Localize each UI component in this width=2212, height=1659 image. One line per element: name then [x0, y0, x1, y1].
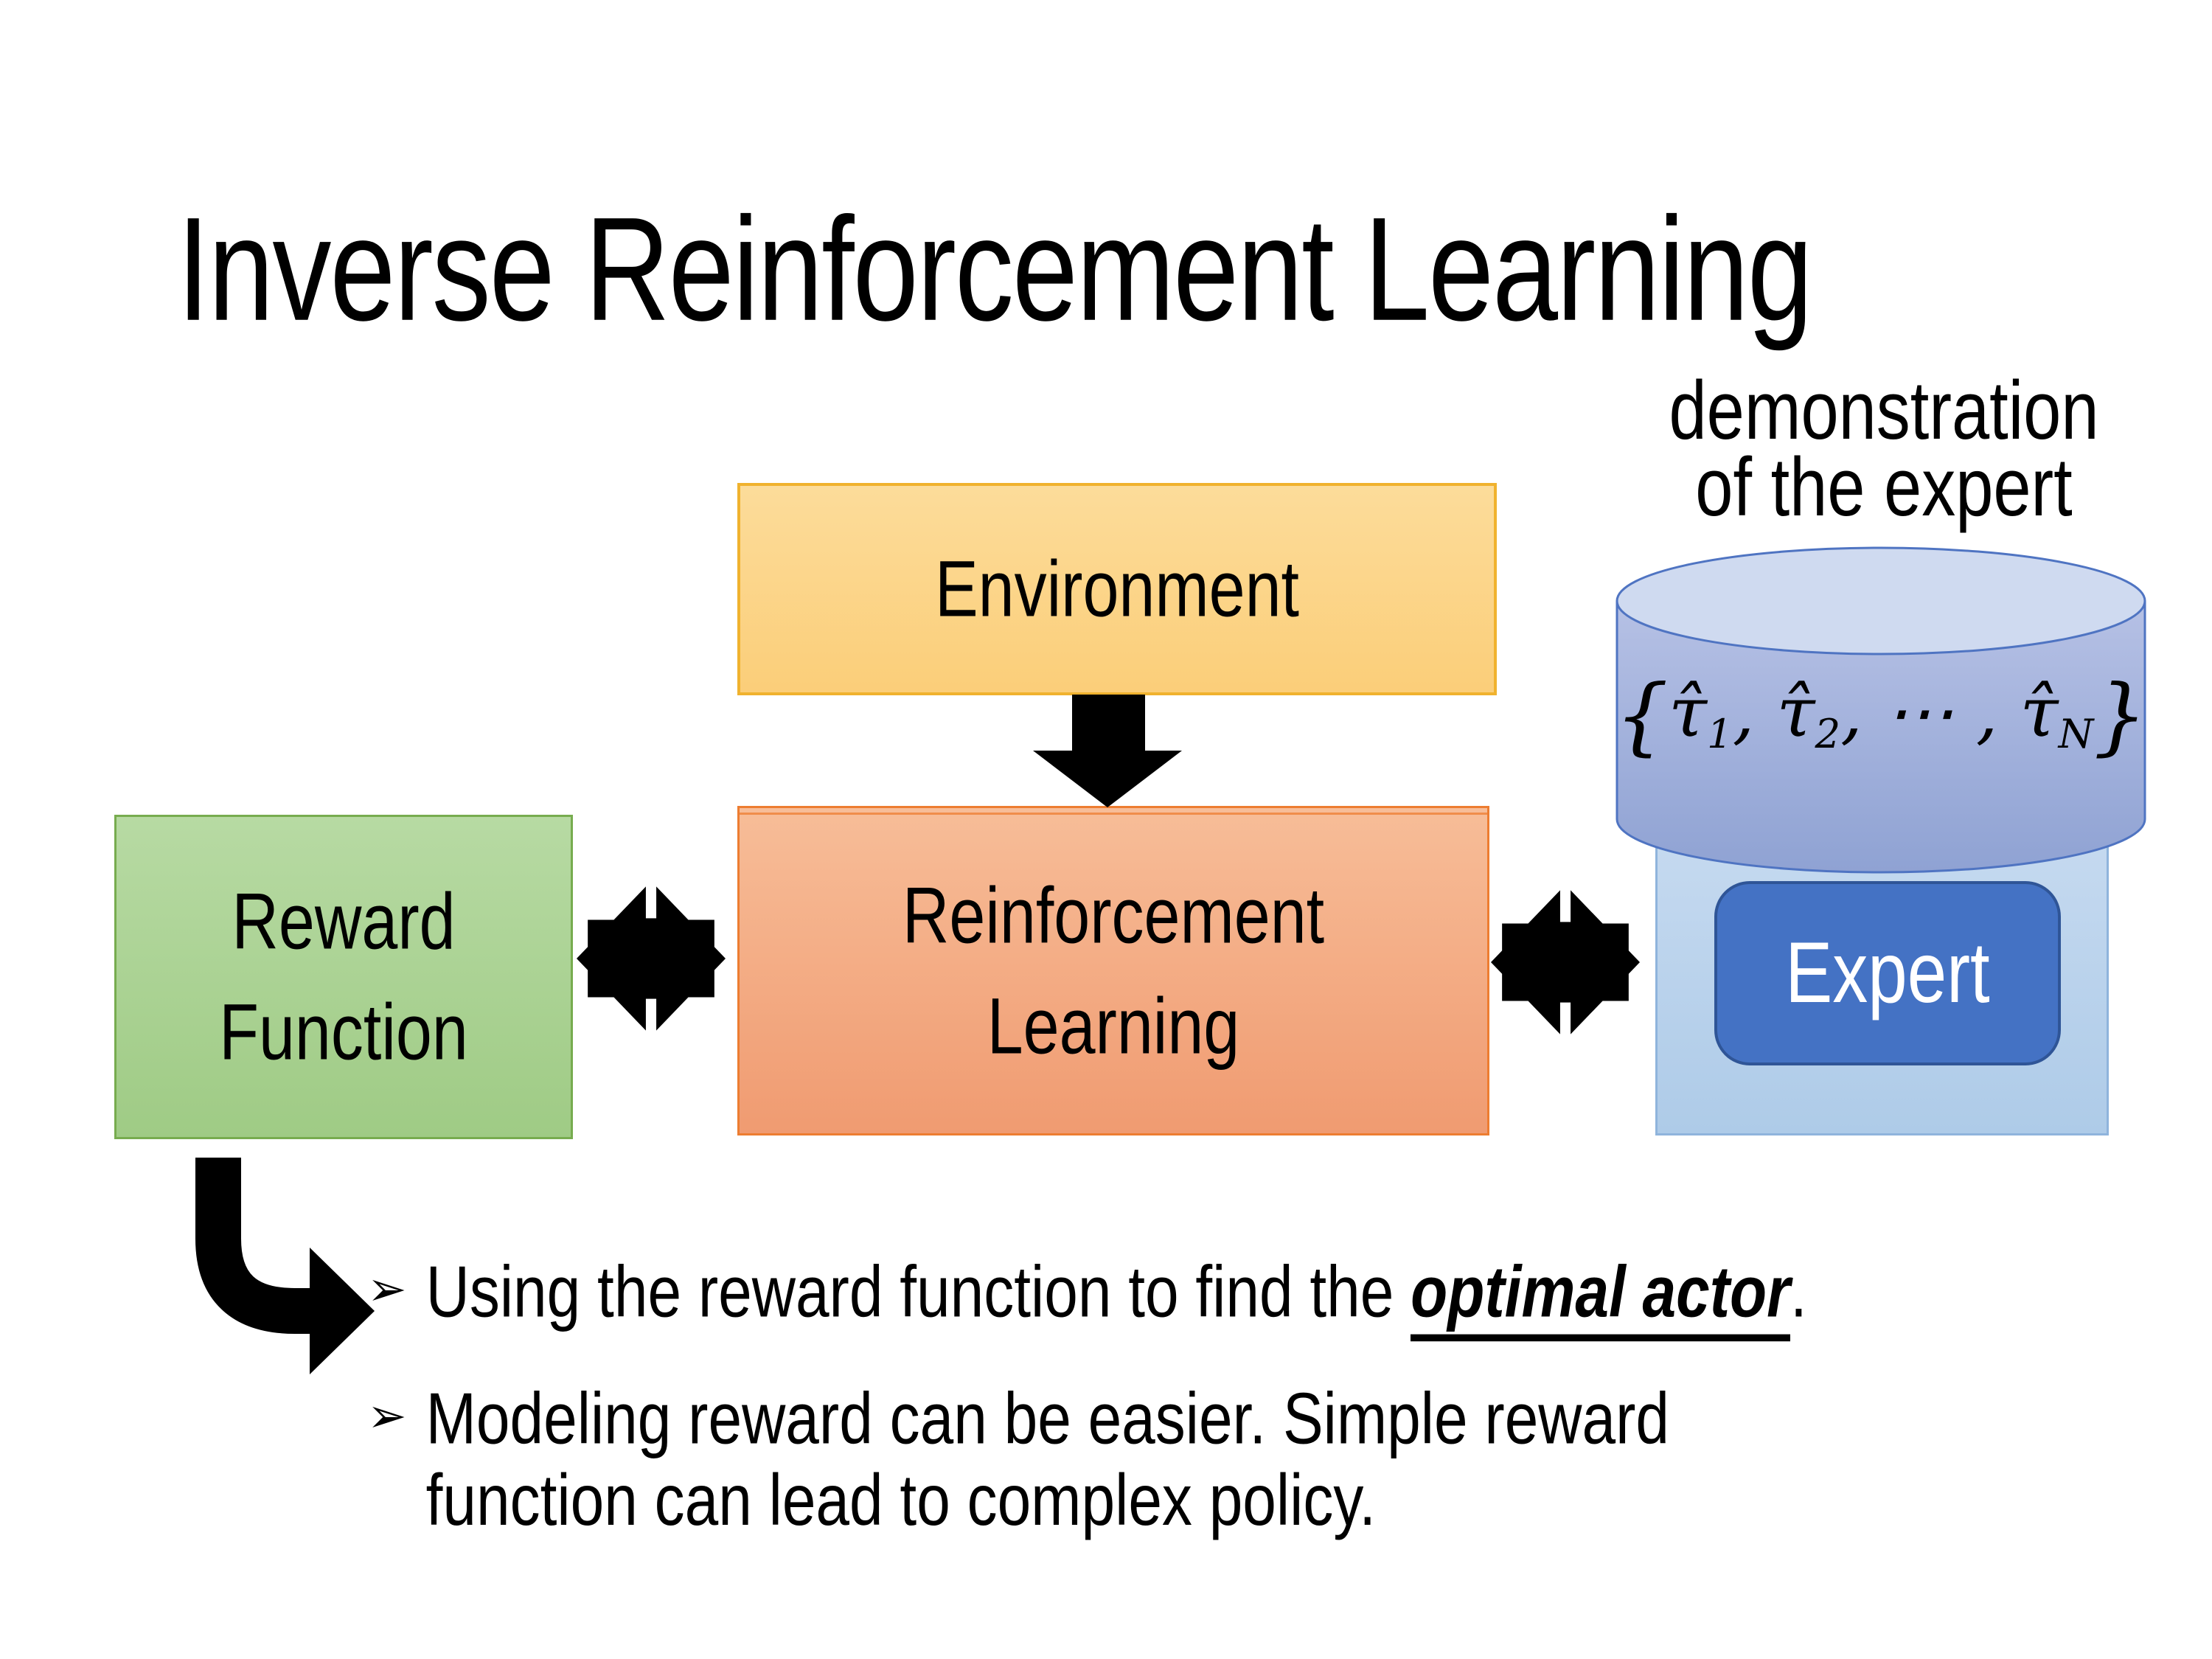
formula-dots: , ⋯ , [1840, 672, 2020, 754]
reward-label-line-1: Reward [232, 877, 456, 966]
formula-close-brace: } [2093, 667, 2148, 765]
bullet-2-line-2: function can lead to complex policy. [425, 1460, 1377, 1541]
down-arrow-icon [1033, 695, 1182, 807]
bullet-1-pre: Using the reward function to find the [425, 1252, 1411, 1333]
reward-label-line-2: Function [219, 987, 468, 1077]
page-title: Inverse Reinforcement Learning [177, 186, 1813, 352]
formula-open-brace: { [1615, 667, 1669, 765]
double-arrow-icon [1491, 885, 1640, 1040]
bullet-arrow-icon: ➢ [367, 1262, 407, 1315]
reinforcement-learning-box: Reinforcement Learning [737, 806, 1489, 1135]
expert-box: Expert [1714, 881, 2061, 1065]
list-item: ➢ Modeling reward can be easier. Simple … [367, 1379, 2152, 1541]
trajectory-set-formula: {τ̂1, τ̂2, ⋯ , τ̂N} [1615, 667, 2147, 765]
list-item: ➢ Using the reward function to find the … [367, 1252, 2152, 1342]
bullet-1-emphasis: optimal actor [1411, 1252, 1791, 1342]
caption-line-2: of the expert [1695, 441, 2073, 534]
rl-label-line-1: Reinforcement [902, 870, 1325, 960]
formula-sub-2: 2 [1815, 709, 1841, 757]
environment-box: Environment [737, 483, 1497, 695]
rl-label-line-2: Learning [987, 981, 1240, 1071]
notes-list: ➢ Using the reward function to find the … [367, 1252, 2152, 1541]
formula-tau-2: τ̂ [1776, 672, 1815, 754]
bullet-1-post: . [1790, 1252, 1807, 1333]
bullet-2-text: Modeling reward can be easier. Simple re… [426, 1379, 1669, 1542]
bullet-1-text: Using the reward function to find the op… [425, 1252, 1807, 1342]
formula-comma: , [1732, 672, 1777, 754]
formula-tau-1: τ̂ [1668, 672, 1707, 754]
bullet-2-line-1: Modeling reward can be easier. Simple re… [425, 1379, 1670, 1460]
elbow-arrow-icon [195, 1158, 375, 1374]
formula-sub-1: 1 [1706, 709, 1733, 757]
formula-sub-n: N [2058, 709, 2094, 757]
expert-label: Expert [1785, 925, 1990, 1021]
demonstration-database-cylinder-icon [1615, 546, 2146, 874]
environment-label: Environment [934, 544, 1299, 633]
bullet-arrow-icon: ➢ [367, 1389, 407, 1442]
formula-tau-n: τ̂ [2020, 672, 2059, 754]
caption-line-1: demonstration [1669, 364, 2099, 457]
expert-demonstration-caption: demonstration of the expert [1585, 365, 2183, 533]
double-arrow-icon [577, 881, 726, 1036]
reward-function-box: Reward Function [114, 815, 573, 1139]
